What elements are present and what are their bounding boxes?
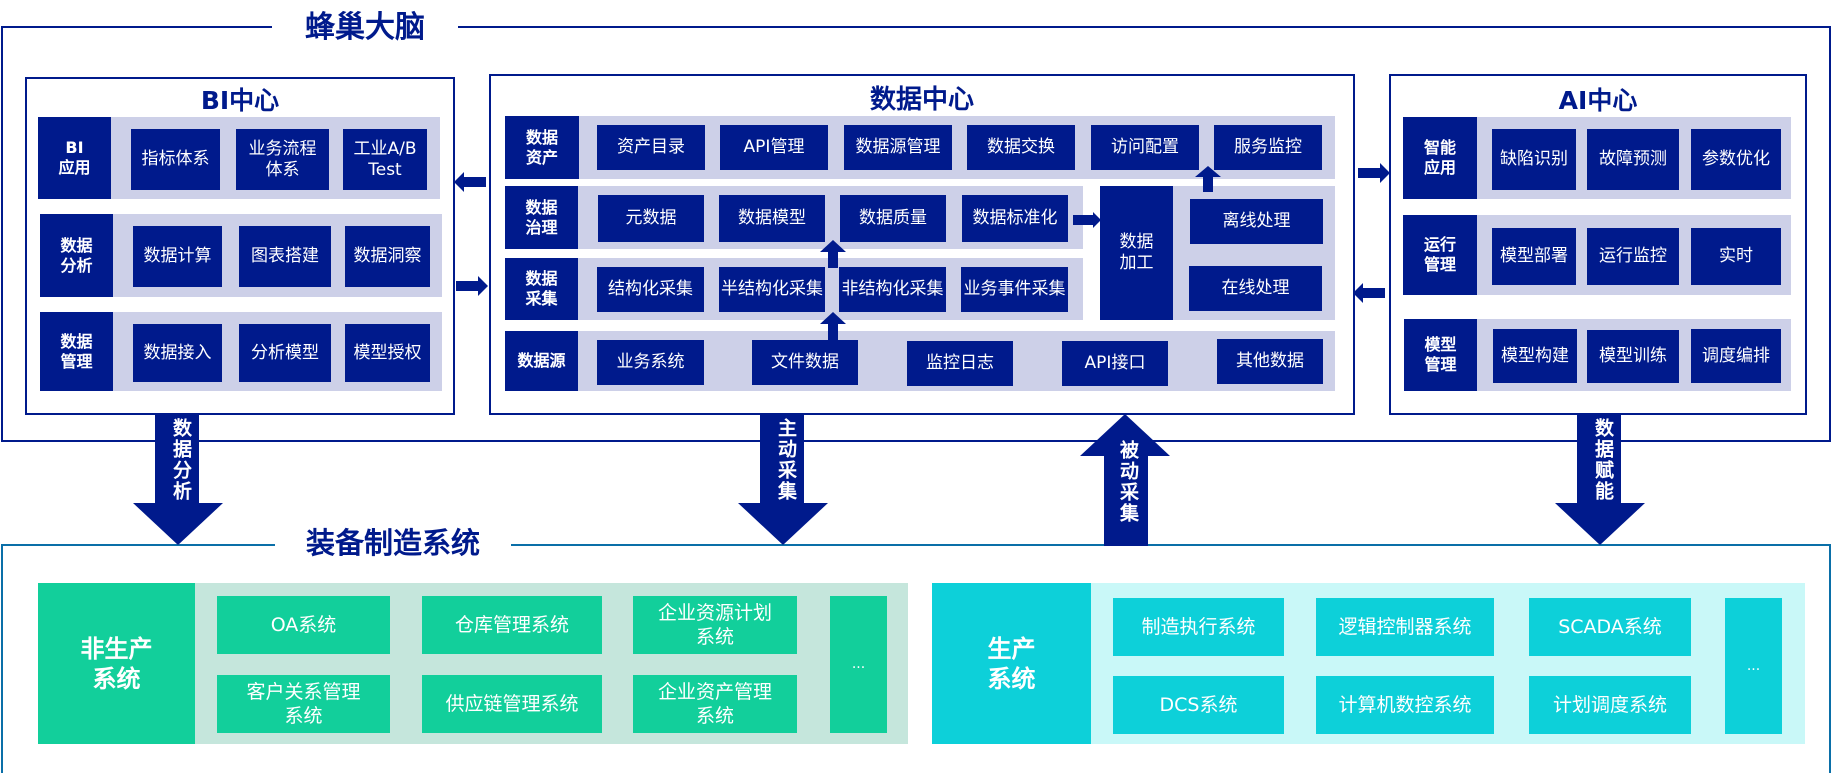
brain-title: 蜂巢大脑	[305, 10, 425, 45]
arrow-down-icon	[738, 415, 828, 545]
dc-source-item[interactable]: API接口	[1062, 341, 1168, 386]
manufacturing-frame	[1, 544, 1831, 773]
dc-asset-item[interactable]: 访问配置	[1091, 125, 1199, 170]
dc-source-item[interactable]: 监控日志	[907, 341, 1013, 386]
manufacturing-title: 装备制造系统	[305, 526, 480, 560]
arrow-left-icon	[1353, 283, 1385, 303]
ai-center-title: AI中心	[1558, 86, 1638, 115]
bi-item[interactable]: 数据接入	[133, 324, 222, 382]
flow-label-data-empowerment: 数据赋能	[1592, 418, 1614, 502]
arrow-up-icon	[1195, 166, 1221, 192]
production-item[interactable]: 计划调度系统	[1529, 676, 1691, 734]
arrow-up-icon	[820, 312, 846, 340]
dc-governance-item[interactable]: 数据质量	[840, 195, 946, 242]
brain-frame	[1, 26, 1831, 442]
ai-center-panel	[1389, 74, 1807, 415]
dc-governance-item[interactable]: 元数据	[598, 195, 704, 242]
bi-item[interactable]: 图表搭建	[239, 226, 331, 287]
bi-row-label: 数据 分析	[40, 214, 113, 297]
arrow-up-icon	[1080, 414, 1170, 546]
non-production-more[interactable]: ...	[830, 596, 887, 733]
ai-item[interactable]: 实时	[1691, 228, 1781, 285]
dc-row-label: 数据 治理	[505, 186, 578, 249]
dc-processing-item[interactable]: 在线处理	[1189, 266, 1322, 311]
arrow-right-icon	[1358, 163, 1390, 183]
ai-item[interactable]: 模型部署	[1492, 228, 1576, 285]
arrow-down-icon	[1555, 415, 1645, 545]
arrow-right-icon	[1073, 212, 1101, 228]
flow-label-active-collection: 主动采集	[775, 418, 797, 502]
dc-source-item[interactable]: 文件数据	[752, 340, 858, 385]
dc-asset-item[interactable]: 资产目录	[597, 125, 705, 170]
bi-row-label: 数据 管理	[40, 312, 113, 391]
dc-asset-item[interactable]: 数据交换	[967, 125, 1075, 170]
bi-item[interactable]: 工业A/B Test	[343, 129, 427, 190]
production-item[interactable]: 计算机数控系统	[1316, 676, 1494, 734]
dc-collection-item[interactable]: 业务事件采集	[961, 267, 1068, 312]
bi-row-label: BI 应用	[38, 117, 111, 199]
production-label: 生产 系统	[932, 583, 1091, 744]
bi-item[interactable]: 数据计算	[133, 226, 222, 287]
dc-source-item[interactable]: 其他数据	[1217, 339, 1323, 384]
arrow-left-icon	[454, 172, 486, 192]
dc-row-label: 数据 资产	[505, 116, 579, 179]
bi-item[interactable]: 业务流程 体系	[236, 129, 329, 190]
non-production-item[interactable]: 客户关系管理 系统	[217, 675, 390, 733]
ai-item[interactable]: 缺陷识别	[1492, 129, 1576, 190]
non-production-item[interactable]: 企业资产管理 系统	[633, 675, 797, 733]
dc-asset-item[interactable]: API管理	[720, 125, 828, 170]
dc-collection-item[interactable]: 半结构化采集	[719, 267, 825, 312]
production-more[interactable]: ...	[1725, 598, 1782, 734]
non-production-label: 非生产 系统	[38, 583, 195, 744]
production-item[interactable]: 制造执行系统	[1113, 598, 1284, 656]
dc-processing-item[interactable]: 离线处理	[1190, 199, 1323, 244]
dc-source-item[interactable]: 业务系统	[597, 340, 704, 385]
bi-item[interactable]: 分析模型	[239, 324, 331, 382]
ai-item[interactable]: 调度编排	[1691, 329, 1781, 383]
dc-governance-item[interactable]: 数据模型	[719, 195, 825, 242]
ai-item[interactable]: 模型构建	[1493, 329, 1577, 383]
brain-title-bg	[272, 8, 458, 48]
bi-item[interactable]: 模型授权	[345, 324, 430, 382]
production-item[interactable]: 逻辑控制器系统	[1316, 598, 1494, 656]
ai-row-label: 智能 应用	[1403, 117, 1477, 199]
bi-item[interactable]: 数据洞察	[345, 226, 430, 287]
non-production-item[interactable]: 企业资源计划 系统	[633, 596, 797, 654]
manufacturing-title-bg	[275, 522, 511, 564]
ai-item[interactable]: 故障预测	[1587, 129, 1679, 190]
data-center-panel	[489, 74, 1355, 415]
arrow-right-icon	[456, 276, 488, 296]
arrow-up-icon	[820, 240, 846, 268]
bi-center-panel	[25, 77, 455, 415]
non-production-item[interactable]: 仓库管理系统	[422, 596, 602, 654]
non-production-item[interactable]: 供应链管理系统	[422, 675, 602, 733]
dc-row-label: 数据源	[505, 331, 578, 391]
dc-processing-label: 数据 加工	[1100, 186, 1173, 320]
ai-item[interactable]: 模型训练	[1587, 330, 1679, 383]
dc-row-label: 数据 采集	[505, 258, 578, 320]
ai-row-label: 运行 管理	[1403, 215, 1477, 295]
bi-item[interactable]: 指标体系	[131, 129, 220, 190]
arrow-down-icon	[133, 415, 223, 545]
production-item[interactable]: DCS系统	[1113, 676, 1284, 734]
ai-item[interactable]: 参数优化	[1691, 129, 1781, 190]
dc-governance-item[interactable]: 数据标准化	[962, 195, 1068, 242]
flow-label-data-analysis: 数据分析	[170, 418, 192, 502]
dc-asset-item[interactable]: 数据源管理	[844, 125, 952, 170]
dc-asset-item[interactable]: 服务监控	[1214, 125, 1322, 170]
ai-item[interactable]: 运行监控	[1587, 228, 1679, 285]
dc-collection-item[interactable]: 非结构化采集	[839, 267, 946, 312]
flow-label-passive-collection: 被动采集	[1117, 440, 1139, 524]
production-item[interactable]: SCADA系统	[1529, 598, 1691, 656]
ai-row-label: 模型 管理	[1404, 319, 1477, 391]
dc-collection-item[interactable]: 结构化采集	[597, 267, 704, 312]
data-center-title: 数据中心	[869, 85, 974, 115]
non-production-item[interactable]: OA系统	[217, 596, 390, 654]
bi-center-title: BI中心	[200, 86, 280, 115]
